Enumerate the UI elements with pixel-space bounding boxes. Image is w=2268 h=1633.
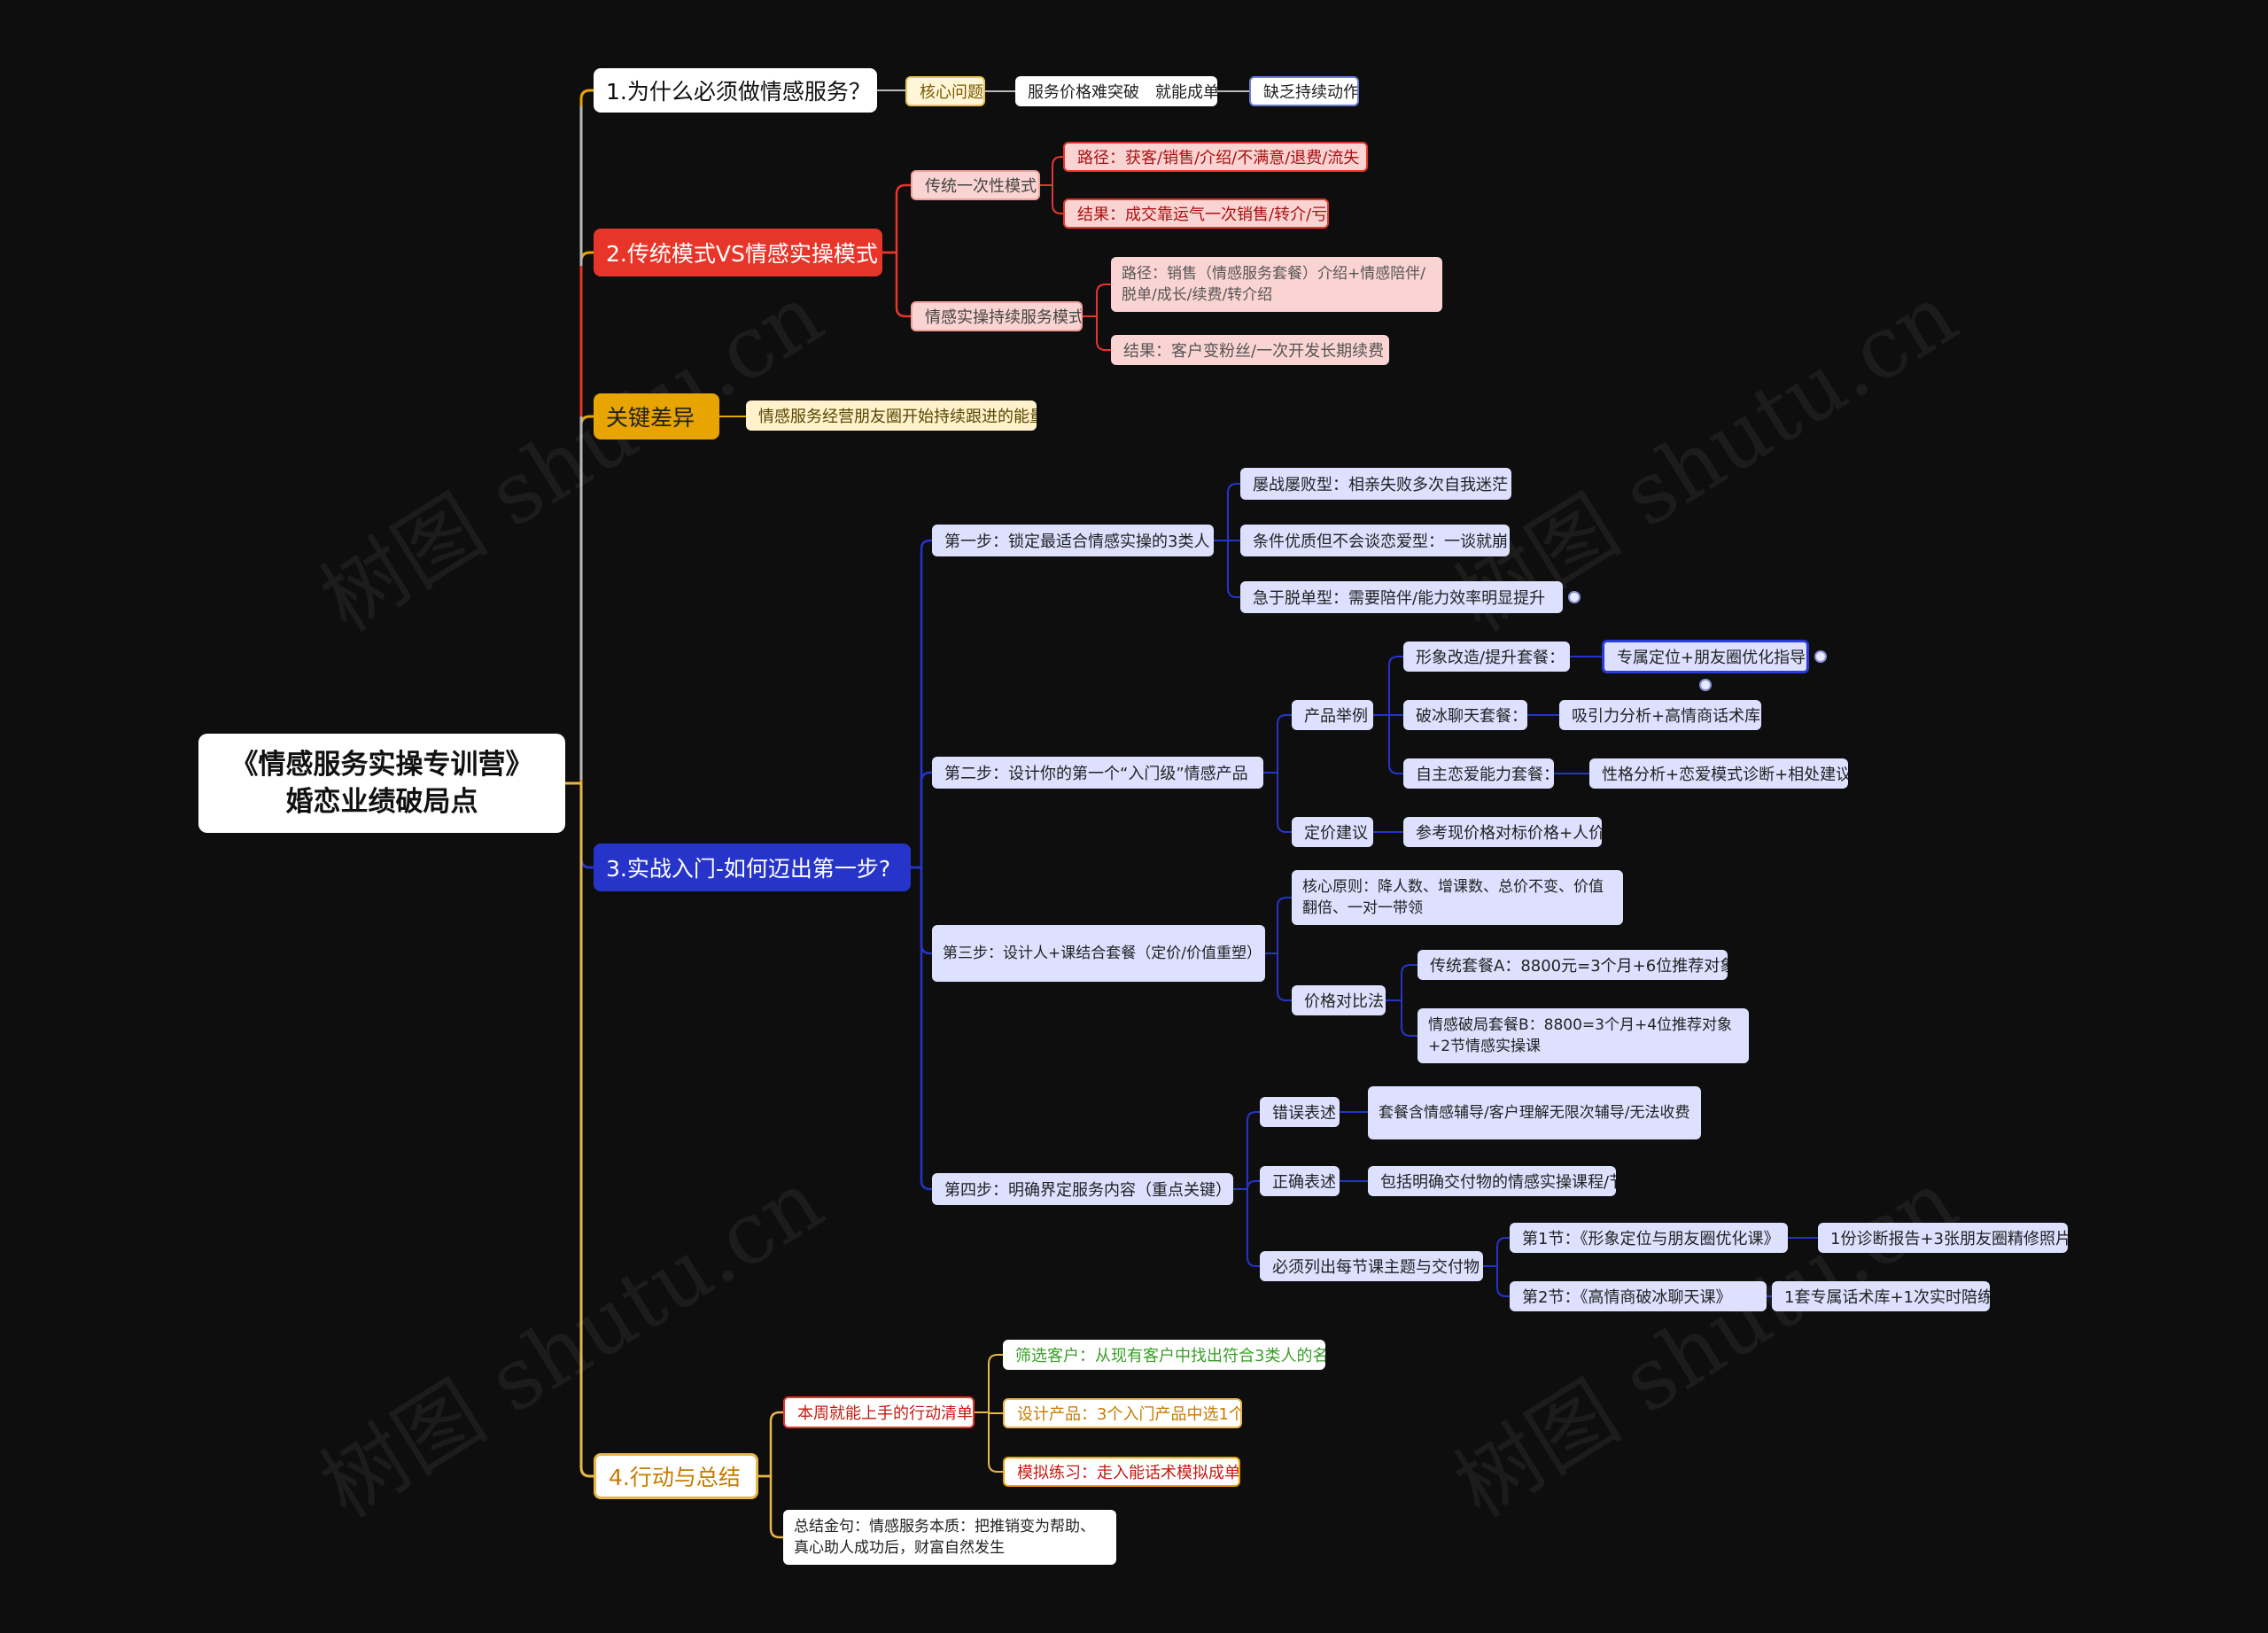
branch-why-emotional-service[interactable]: 1.为什么必须做情感服务？: [594, 68, 877, 113]
node-core-principle[interactable]: 核心原则：降人数、增课数、总价不变、价值翻倍、一对一带领: [1292, 870, 1623, 925]
connector: [1214, 540, 1240, 598]
node-step4[interactable]: 第四步：明确界定服务内容（重点关键）: [932, 1173, 1233, 1205]
connector: [975, 1411, 1003, 1473]
node-wrong-expression[interactable]: 错误表述: [1260, 1097, 1340, 1127]
connector: [1263, 772, 1292, 833]
connector: [565, 782, 594, 869]
connector: [1483, 1265, 1510, 1297]
node-product-2-detail[interactable]: 吸引力分析+高情商话术库: [1559, 700, 1761, 730]
node-package-a[interactable]: 传统套餐A：8800元=3个月+6位推荐对象: [1418, 950, 1728, 980]
node-lesson-1[interactable]: 第1节：《形象定位与朋友圈优化课》: [1510, 1223, 1788, 1253]
node-step3[interactable]: 第三步：设计人+课结合套餐（定价/价值重塑）: [932, 925, 1265, 982]
node-traditional-result[interactable]: 结果：成交靠运气一次销售/转介/亏损: [1063, 198, 1329, 229]
node-step1-type-c[interactable]: 急于脱单型：需要陪伴/能力效率明显提升: [1240, 581, 1563, 613]
node-traditional-mode[interactable]: 传统一次性模式: [911, 170, 1040, 200]
node-step1-type-a[interactable]: 屡战屡败型：相亲失败多次自我迷茫: [1240, 468, 1511, 500]
connector: [1233, 1188, 1260, 1267]
connector: [911, 866, 932, 1191]
collapse-toggle-icon[interactable]: [1568, 591, 1581, 603]
node-product-examples[interactable]: 产品举例: [1292, 700, 1373, 730]
root-topic[interactable]: 《情感服务实操专训营》 婚恋业绩破局点: [198, 734, 565, 833]
node-traditional-path[interactable]: 路径：获客/销售/介绍/不满意/退费/流失: [1063, 142, 1368, 172]
root-title-line2: 婚恋业绩破局点: [285, 786, 478, 818]
connector: [1083, 284, 1111, 317]
branch-practical-start[interactable]: 3.实战入门-如何迈出第一步?: [594, 844, 911, 891]
node-package-b[interactable]: 情感破局套餐B：8800=3个月+4位推荐对象+2节情感实操课: [1418, 1008, 1749, 1063]
connector: [1083, 315, 1111, 351]
node-step1-type-b[interactable]: 条件优质但不会谈恋爱型：一谈就崩: [1240, 525, 1510, 556]
node-product-1-detail[interactable]: 专属定位+朋友圈优化指导: [1602, 640, 1809, 673]
connector: [565, 415, 594, 785]
branch-traditional-vs-emotional[interactable]: 2.传统模式VS情感实操模式: [594, 229, 882, 276]
branch-key-difference[interactable]: 关键差异: [594, 393, 719, 439]
add-node-icon[interactable]: [1699, 679, 1712, 691]
root-title-line1: 《情感服务实操专训营》: [230, 749, 533, 781]
node-step1[interactable]: 第一步：锁定最适合情感实操的3类人: [932, 525, 1214, 556]
node-action-simulate[interactable]: 模拟练习：走入能话术模拟成单: [1003, 1457, 1240, 1487]
branch-action-summary[interactable]: 4.行动与总结: [594, 1453, 758, 1499]
connector: [565, 89, 594, 785]
connector: [1263, 714, 1292, 774]
node-pricing-advice[interactable]: 定价建议: [1292, 817, 1373, 847]
connector: [1373, 656, 1403, 716]
node-lack-follow-up[interactable]: 缺乏持续动作: [1249, 76, 1359, 106]
node-lesson-2-deliverable[interactable]: 1套专属话术库+1次实时陪练: [1772, 1281, 1990, 1311]
node-must-list-lessons[interactable]: 必须列出每节课主题与交付物: [1260, 1251, 1483, 1281]
connector: [1483, 1237, 1510, 1267]
node-product-2[interactable]: 破冰聊天套餐：: [1403, 700, 1527, 730]
node-core-problem[interactable]: 核心问题: [905, 76, 985, 106]
node-action-list[interactable]: 本周就能上手的行动清单: [783, 1396, 975, 1428]
connector: [565, 251, 594, 785]
connector: [565, 782, 594, 1478]
connector: [565, 782, 583, 1455]
connector: [882, 251, 911, 318]
connector: [911, 771, 932, 869]
node-product-3-detail[interactable]: 性格分析+恋爱模式诊断+相处建议: [1589, 758, 1848, 789]
connector: [1265, 897, 1292, 954]
connector: [882, 183, 911, 254]
node-emotional-mode[interactable]: 情感实操持续服务模式: [911, 301, 1083, 331]
node-product-1[interactable]: 形象改造/提升套餐：: [1403, 642, 1570, 672]
connector: [1040, 156, 1063, 186]
node-summary-quote[interactable]: 总结金句：情感服务本质：把推销变为帮助、真心助人成功后，财富自然发生: [783, 1510, 1116, 1565]
node-action-design-product[interactable]: 设计产品：3个入门产品中选1个: [1003, 1398, 1242, 1428]
connector: [911, 539, 932, 869]
node-action-filter-clients[interactable]: 筛选客户：从现有客户中找出符合3类人的名单: [1003, 1340, 1325, 1370]
collapse-toggle-icon[interactable]: [1814, 650, 1827, 663]
node-price-breakthrough[interactable]: 服务价格难突破 就能成单: [1015, 76, 1217, 106]
connector: [1040, 184, 1063, 214]
node-price-compare[interactable]: 价格对比法: [1292, 985, 1386, 1015]
node-right-expression-detail[interactable]: 包括明确交付物的情感实操课程/节: [1368, 1166, 1616, 1196]
node-lesson-2[interactable]: 第2节：《高情商破冰聊天课》: [1510, 1281, 1767, 1311]
connector: [1386, 964, 1418, 1001]
connector: [975, 1354, 1003, 1413]
connector: [1214, 483, 1240, 541]
node-emotional-path[interactable]: 路径：销售（情感服务套餐）介绍+情感陪伴/脱单/成长/续费/转介绍: [1111, 257, 1442, 312]
node-key-difference-text[interactable]: 情感服务经营朋友圈开始持续跟进的能量: [746, 400, 1037, 431]
connector: [1386, 999, 1418, 1037]
connector: [1233, 1111, 1260, 1190]
node-emotional-result[interactable]: 结果：客户变粉丝/一次开发长期续费: [1111, 335, 1389, 365]
connector: [1265, 953, 1292, 1001]
node-product-3[interactable]: 自主恋爱能力套餐：: [1403, 758, 1554, 789]
node-step2[interactable]: 第二步：设计你的第一个“入门级”情感产品: [932, 757, 1263, 789]
node-pricing-advice-detail[interactable]: 参考现价格对标价格+人价: [1403, 817, 1602, 847]
connector: [758, 1474, 783, 1539]
connector: [1373, 714, 1403, 774]
node-lesson-1-deliverable[interactable]: 1份诊断报告+3张朋友圈精修照片: [1818, 1223, 2068, 1253]
node-right-expression[interactable]: 正确表述: [1260, 1166, 1340, 1196]
connector: [758, 1411, 783, 1478]
node-wrong-expression-detail[interactable]: 套餐含情感辅导/客户理解无限次辅导/无法收费: [1368, 1086, 1701, 1139]
